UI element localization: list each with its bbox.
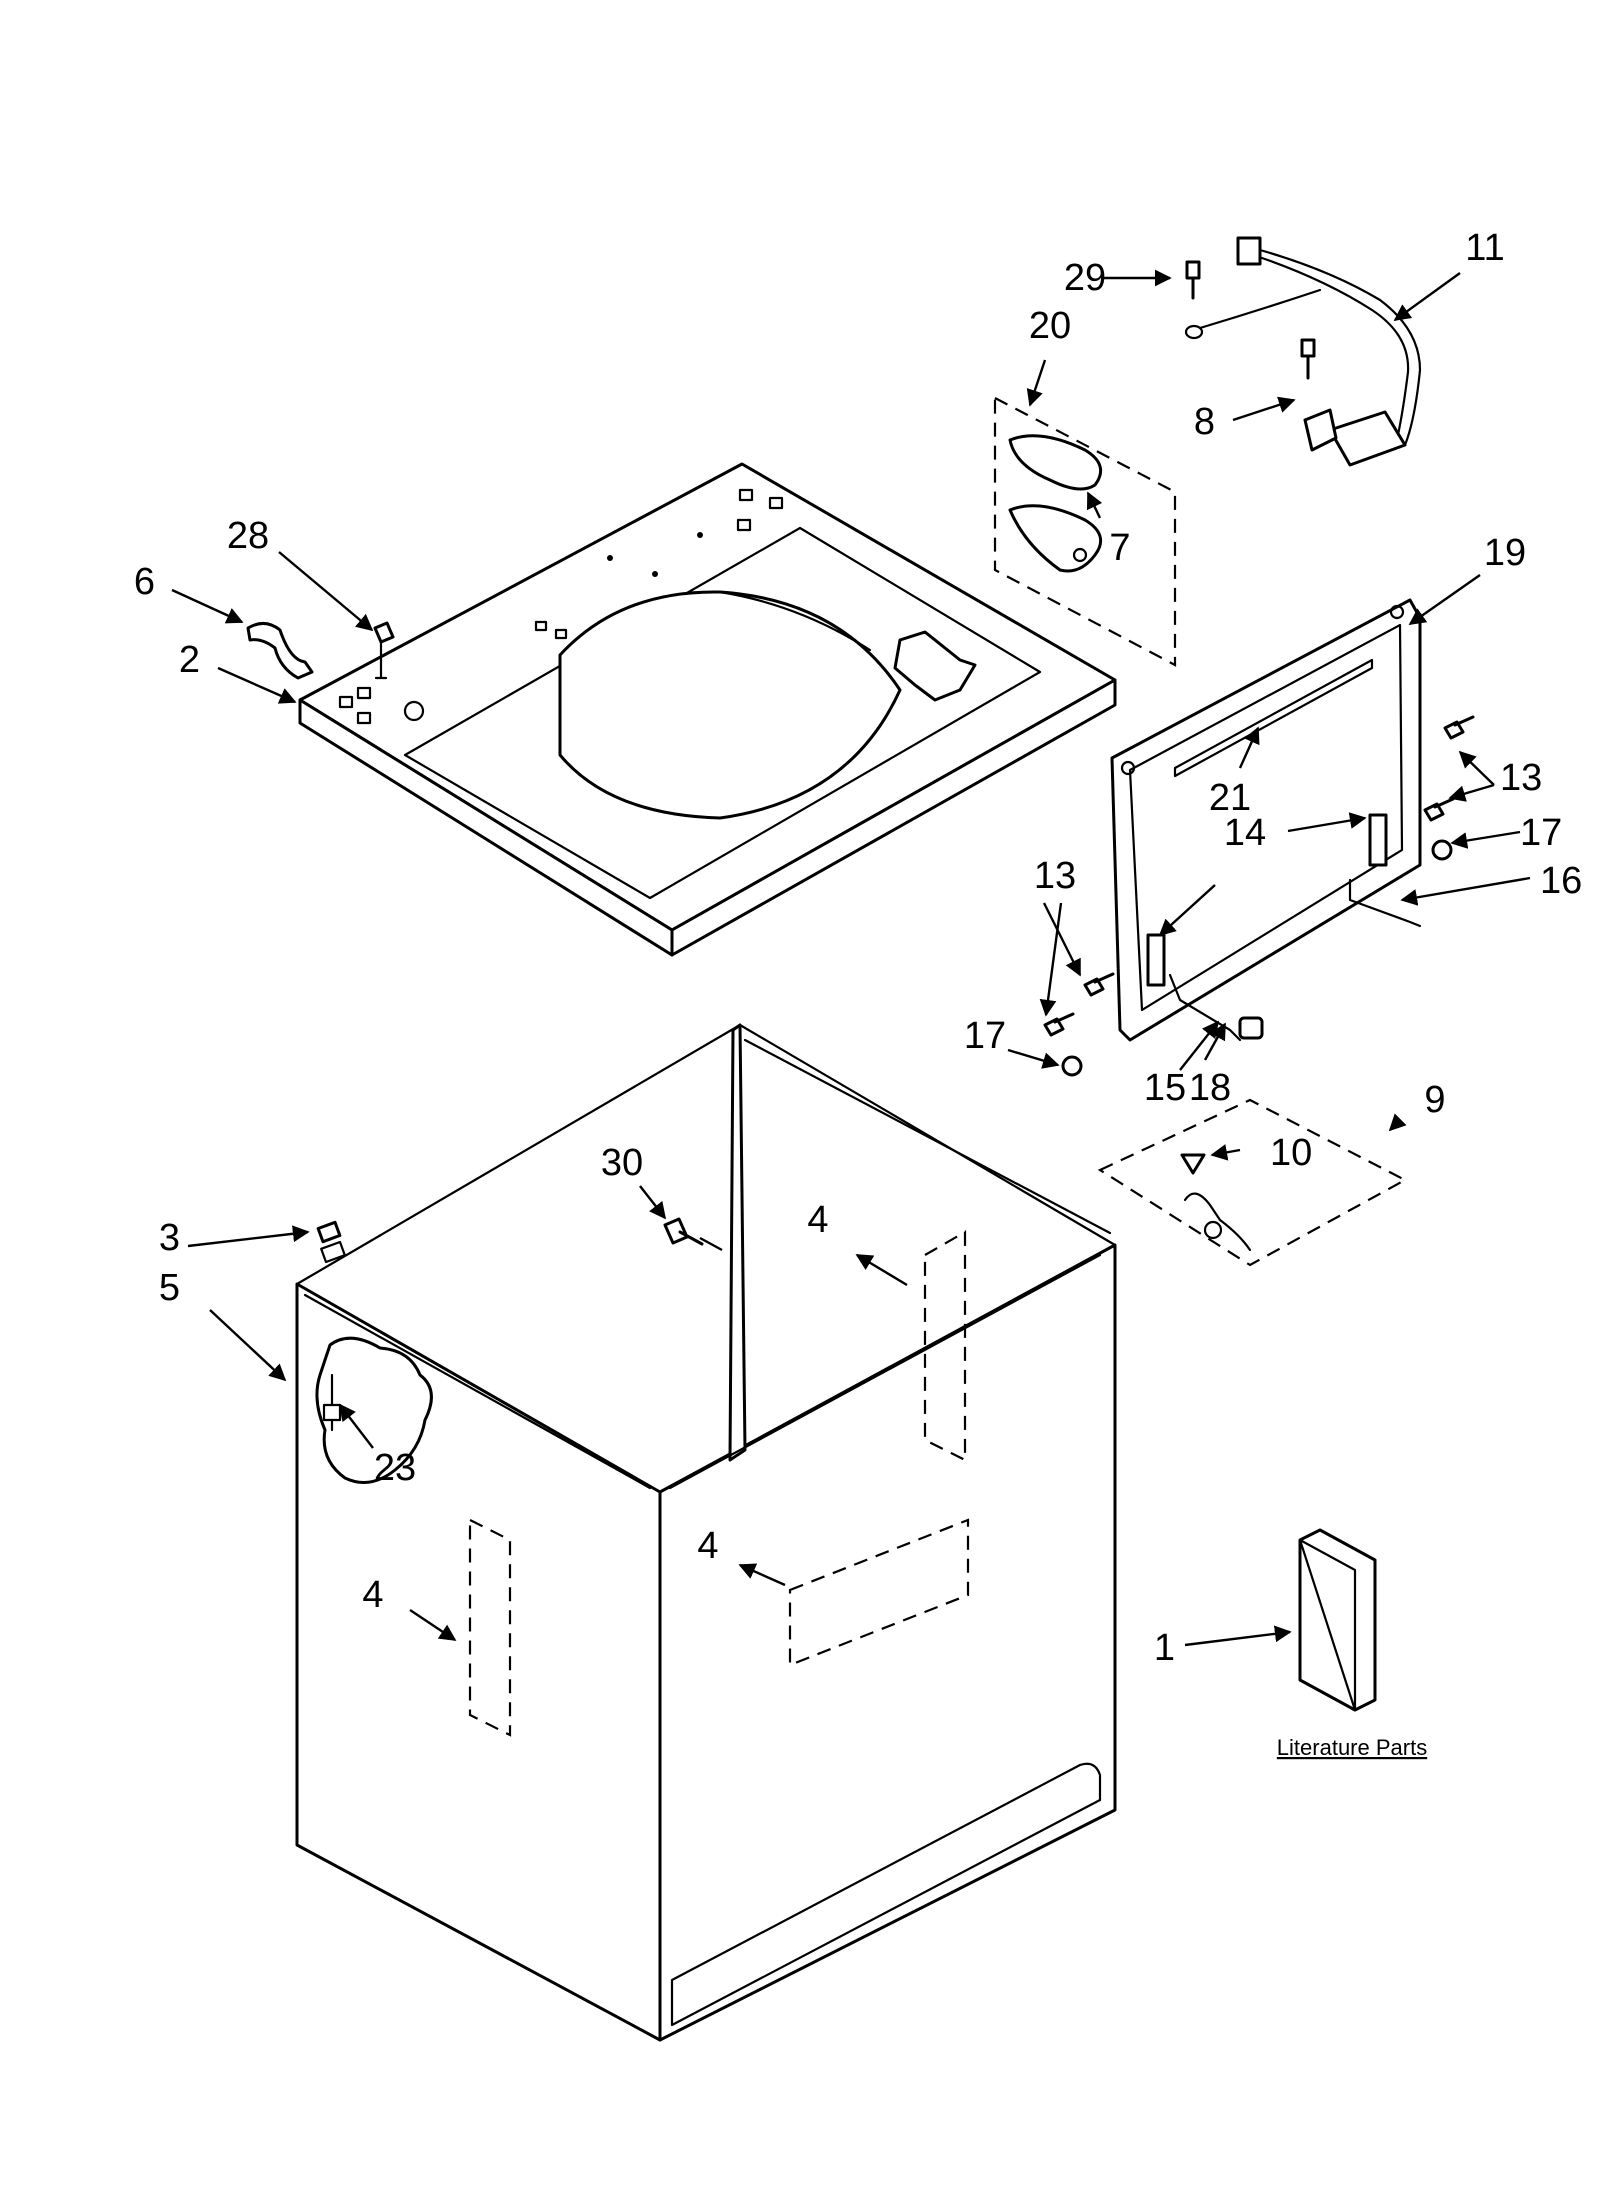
callout-21: 21 [1209,777,1251,819]
lid-switch-cover-group [993,396,1177,667]
callout-5: 5 [159,1267,180,1309]
callout-10: 10 [1270,1132,1312,1174]
callout-1: 1 [1154,1627,1175,1669]
lid-frame [1110,598,1422,1042]
top-panel [298,462,1117,957]
callout-17: 17 [964,1015,1006,1057]
callout-16: 16 [1540,860,1582,902]
callout-18: 18 [1189,1067,1231,1109]
literature-parts-label: Literature Parts [1277,1735,1427,1760]
callout-6: 6 [134,561,155,603]
callout-23: 23 [374,1447,416,1489]
small-parts [246,621,1377,1712]
callout-19: 19 [1484,532,1526,574]
callout-11: 11 [1465,227,1504,269]
callout-labels: 1 2 3 4 4 4 5 6 7 8 9 10 11 13 13 14 14 … [134,227,1582,1760]
callout-8: 8 [1194,401,1215,443]
callout-14: 14 [1224,812,1266,854]
callout-15: 15 [1144,1067,1186,1109]
callout-28: 28 [227,515,269,557]
callout-4: 4 [697,1525,718,1567]
leader-lines [171,269,1531,1647]
callout-3: 3 [159,1217,180,1259]
callout-2: 2 [179,639,200,681]
callout-13: 13 [1500,757,1542,799]
callout-17: 17 [1520,812,1562,854]
callout-13: 13 [1034,855,1076,897]
callout-4: 4 [362,1574,383,1616]
callout-4: 4 [807,1199,828,1241]
spring-group [1097,1098,1408,1267]
callout-30: 30 [601,1142,643,1184]
callout-7: 7 [1109,527,1130,569]
callout-9: 9 [1424,1079,1445,1121]
callout-29: 29 [1064,257,1106,299]
cabinet [295,1023,1117,2042]
callout-20: 20 [1029,305,1071,347]
hinge-assembly [1043,715,1475,1077]
cabinet-label-zones [468,1230,970,1737]
wire-harness [1184,236,1422,467]
